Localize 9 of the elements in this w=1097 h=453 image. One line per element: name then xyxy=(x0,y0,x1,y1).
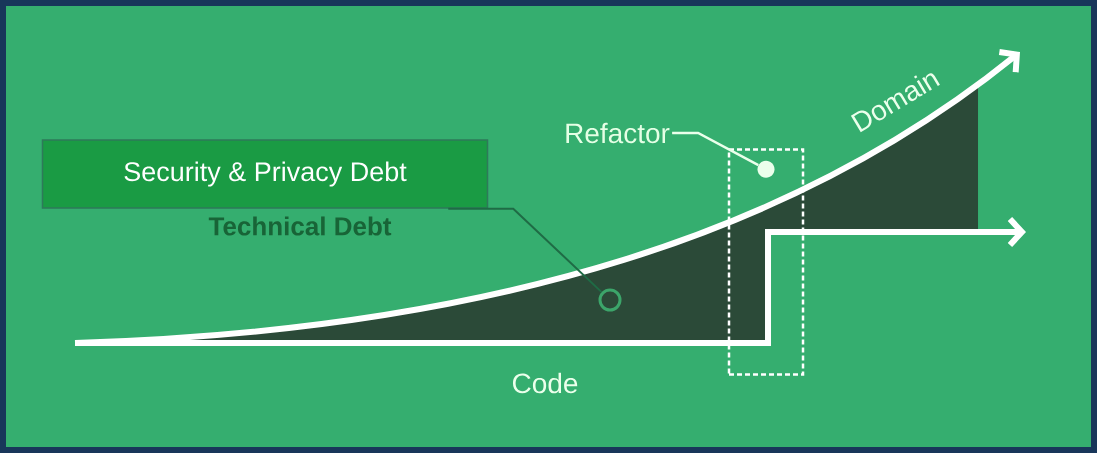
dot xyxy=(757,160,775,178)
leader-line xyxy=(672,131,759,167)
dashed-box xyxy=(727,148,805,376)
leader-line xyxy=(447,207,603,294)
curve-label: Code xyxy=(512,372,578,394)
ring-marker xyxy=(598,288,622,312)
text-label: Refactor xyxy=(566,122,670,144)
text-label: Technical Debt xyxy=(208,216,392,236)
text-box: Security & Privacy Debt xyxy=(41,139,489,209)
